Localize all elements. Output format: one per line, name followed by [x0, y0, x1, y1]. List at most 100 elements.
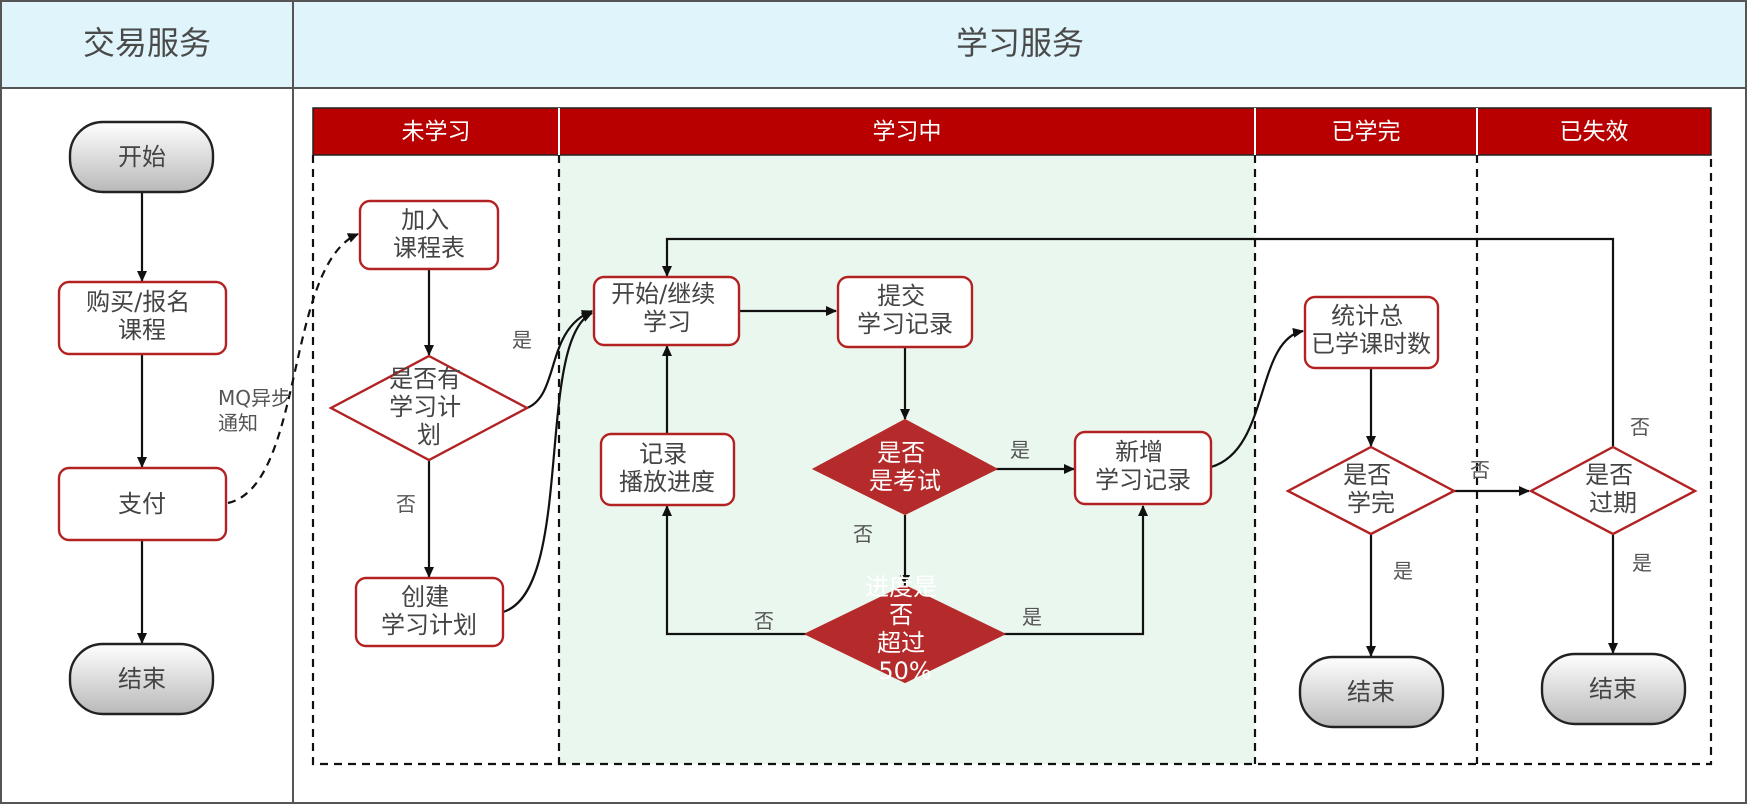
node-label-line: 学习记录 — [1095, 466, 1191, 494]
node-label-line: 购买/报名 — [86, 288, 190, 316]
add-record-node[interactable]: 新增 学习记录 — [1073, 430, 1213, 506]
node-shape — [1285, 445, 1457, 536]
node-label-line: 课程表 — [393, 234, 465, 262]
node-shape — [328, 354, 530, 462]
edge-mq-notify — [227, 232, 359, 505]
node-label: 记录 播放进度 — [619, 440, 715, 496]
node-label: 是否 过期 — [1585, 461, 1641, 517]
trade-end-node[interactable]: 结束 — [68, 642, 215, 716]
node-label-line: 进度是 — [865, 573, 937, 601]
node-label-line: 过期 — [1589, 489, 1637, 517]
edge-label-no: 否 — [853, 522, 873, 546]
mq-note: MQ异步 通知 — [218, 386, 297, 435]
node-shape — [1073, 430, 1213, 506]
node-label-line: 提交 — [877, 282, 925, 310]
has-plan-decision[interactable]: 是否有 学习计 划 — [328, 354, 530, 462]
node-shape — [811, 418, 999, 516]
buy-course-node[interactable]: 购买/报名 课程 — [57, 280, 228, 356]
node-label-line: 划 — [417, 421, 441, 449]
node-label: 是否有 学习计 划 — [389, 365, 469, 449]
node-label: 结束 — [1589, 675, 1637, 703]
node-label-line: 已学课时数 — [1311, 330, 1431, 358]
node-shape — [592, 275, 741, 347]
count-hours-node[interactable]: 统计总 已学课时数 — [1303, 295, 1440, 370]
node-label-line: 新增 — [1115, 438, 1163, 466]
phase-header-band — [312, 107, 1712, 156]
edge-label-no: 否 — [754, 609, 774, 633]
node-label: 开始 — [118, 143, 166, 171]
node-label: 提交 学习记录 — [857, 282, 953, 338]
edge-label-yes: 是 — [1010, 438, 1030, 462]
node-label-line: 播放进度 — [619, 468, 715, 496]
is-expired-decision[interactable]: 是否 过期 — [1528, 445, 1698, 536]
node-label-line: 学习 — [643, 308, 691, 336]
node-label: 加入 课程表 — [393, 206, 465, 262]
node-label: 购买/报名 课程 — [86, 288, 198, 344]
submit-record-node[interactable]: 提交 学习记录 — [836, 275, 974, 349]
node-label: 新增 学习记录 — [1095, 438, 1191, 494]
node-label: 结束 — [118, 665, 166, 693]
edge-create-start — [502, 312, 593, 614]
node-shape — [1303, 295, 1440, 370]
edge-label-yes: 是 — [512, 328, 532, 352]
is-exam-decision[interactable]: 是否 是考试 — [811, 418, 999, 516]
pay-node[interactable]: 支付 — [57, 466, 228, 542]
completed-end-node[interactable]: 结束 — [1298, 655, 1445, 729]
record-progress-node[interactable]: 记录 播放进度 — [599, 432, 736, 507]
node-shape — [803, 584, 1007, 684]
start-continue-node[interactable]: 开始/继续 学习 — [592, 275, 741, 347]
phase-lane-border — [311, 155, 1713, 766]
node-shape — [1540, 652, 1687, 726]
node-label: 是否 是考试 — [869, 439, 941, 495]
create-plan-node[interactable]: 创建 学习计划 — [354, 576, 505, 648]
node-label-line: 记录 — [639, 440, 687, 468]
edge-add-count — [1210, 327, 1304, 469]
edge-progress-no — [662, 505, 806, 636]
mq-note-line: 通知 — [218, 411, 258, 435]
edge-expired-no — [662, 237, 1615, 446]
header-band — [0, 0, 1747, 89]
node-label-line: 是考试 — [869, 467, 941, 495]
node-shape — [836, 275, 974, 349]
edge-label-no: 否 — [1630, 415, 1650, 439]
edge-progress-yes — [1004, 505, 1148, 636]
node-shape — [1298, 655, 1445, 729]
edge-label-no: 否 — [396, 492, 416, 516]
edge-label-yes: 是 — [1632, 551, 1652, 575]
node-shape — [358, 199, 500, 271]
node-label: 是否 学完 — [1343, 461, 1399, 517]
node-label-line: 加入 — [401, 206, 449, 234]
edge-label-yes: 是 — [1022, 605, 1042, 629]
edge-label-no: 否 — [1470, 458, 1490, 482]
edge-plan-yes — [526, 309, 593, 410]
add-to-course-table-node[interactable]: 加入 课程表 — [358, 199, 500, 271]
mq-note-line: MQ异步 — [218, 386, 291, 410]
phase-not-started: 未学习 — [402, 119, 471, 145]
node-shape — [57, 466, 228, 542]
node-label-line: 是否有 — [389, 365, 461, 393]
node-shape — [57, 280, 228, 356]
node-label-line: 学习计划 — [381, 611, 477, 639]
node-label: 结束 — [1347, 678, 1395, 706]
connectors — [137, 193, 1618, 657]
trade-start-node[interactable]: 开始 — [68, 120, 215, 194]
node-label-line: 学习记录 — [857, 310, 953, 338]
edge-label-yes: 是 — [1393, 559, 1413, 583]
is-finished-decision[interactable]: 是否 学完 — [1285, 445, 1457, 536]
node-shape — [599, 432, 736, 507]
node-shape — [354, 576, 505, 648]
node-shape — [68, 120, 215, 194]
node-shape — [68, 642, 215, 716]
node-label-line: 超过 — [877, 629, 925, 657]
progress-over-decision[interactable]: 进度是 否 超过 50% — [803, 573, 1007, 685]
expired-end-node[interactable]: 结束 — [1540, 652, 1687, 726]
node-shape — [1528, 445, 1698, 536]
phase-expired: 已失效 — [1560, 119, 1629, 145]
node-label-line: 学完 — [1347, 489, 1395, 517]
phase-area: 未学习 学习中 已学完 已失效 — [311, 107, 1713, 766]
node-label-line: 50% — [878, 657, 931, 685]
node-label: 创建 学习计划 — [381, 583, 477, 639]
